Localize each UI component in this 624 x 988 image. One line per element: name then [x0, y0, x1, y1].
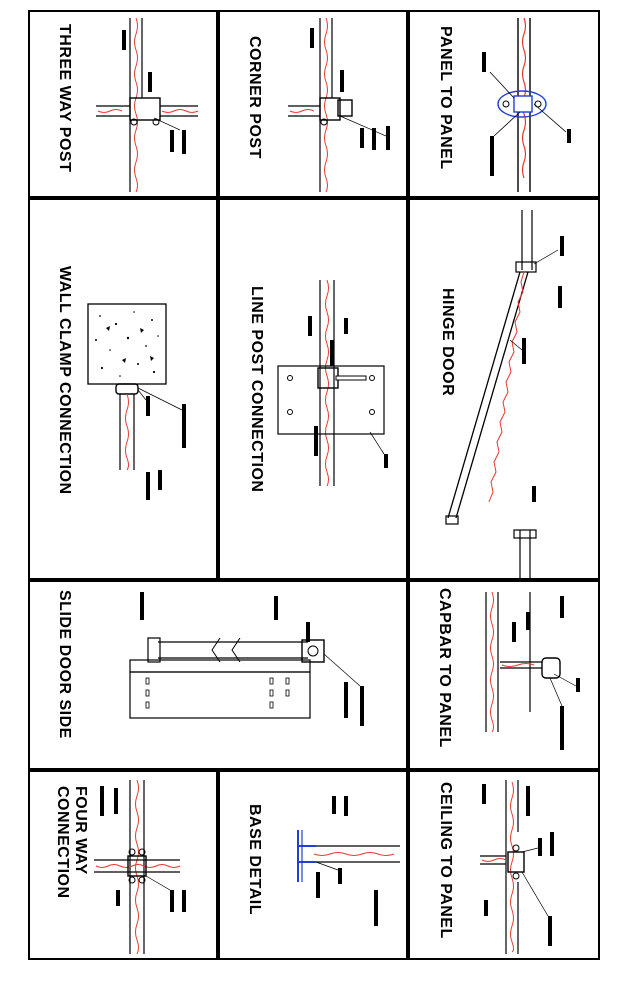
panel-capbar-to-panel: CAPBAR TO PANEL: [408, 580, 600, 770]
panel-line-post-connection: LINE POST CONNECTION: [218, 198, 408, 580]
panel-hinge-door: HINGE DOOR: [408, 198, 600, 580]
four-way-connection-detail: [94, 779, 186, 955]
panel-three-way-post: THREE WAY POST: [28, 10, 218, 198]
panel-ceiling-to-panel: CEILING TO PANEL: [408, 770, 600, 960]
panel-base-detail: BASE DETAIL: [218, 770, 408, 960]
panel-corner-post: CORNER POST: [218, 10, 408, 198]
hinge-door-detail: [445, 210, 564, 578]
ceiling-to-panel-detail: [480, 780, 554, 954]
panel-panel-to-panel: PANEL TO PANEL: [408, 10, 600, 198]
panel-four-way-connection: FOUR WAY CONNECTION: [28, 770, 218, 960]
capbar-to-panel-detail: [485, 591, 580, 750]
line-post-connection-detail: [277, 279, 388, 487]
panel-to-panel-detail: [482, 17, 571, 192]
three-way-post-detail: [96, 17, 199, 193]
panel-slide-door-side: SLIDE DOOR SIDE: [28, 580, 408, 770]
slide-door-side-detail: [129, 592, 364, 726]
corner-post-detail: [288, 17, 390, 193]
panel-wall-clamp-connection: WALL CLAMP CONNECTION: [28, 198, 218, 580]
base-detail-detail: [297, 796, 400, 926]
wall-clamp-connection-detail: [87, 303, 186, 500]
